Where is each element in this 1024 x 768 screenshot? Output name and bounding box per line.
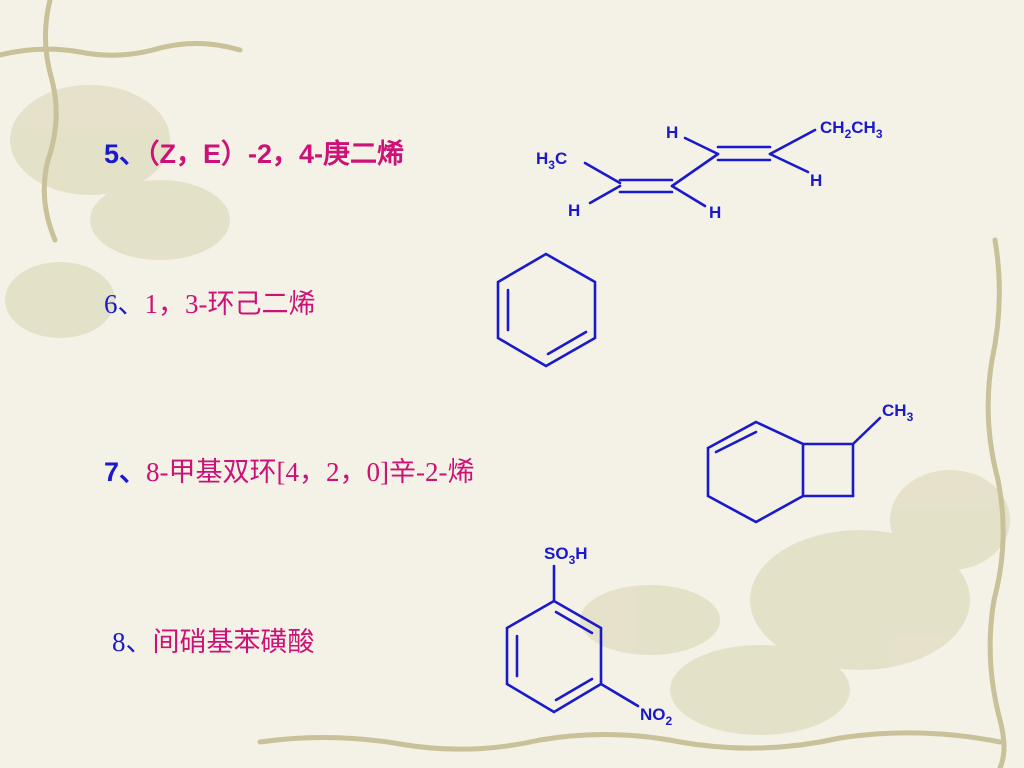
label-6-number: 6、 (104, 289, 145, 319)
label-7: 7、8-甲基双环[4，2，0]辛-2-烯 (104, 450, 475, 489)
label-8: 8、间硝基苯磺酸 (112, 620, 315, 659)
bicyclooctene-structure: CH3 (706, 401, 914, 524)
ch3-atom: CH3 (882, 401, 914, 424)
label-5-name: （Z，E）-2，4-庚二烯 (146, 139, 405, 169)
h-atom-3: H (666, 123, 678, 142)
label-5: 5、（Z，E）-2，4-庚二烯 (104, 132, 404, 171)
h-atom-2: H (709, 203, 721, 222)
label-8-name: 间硝基苯磺酸 (152, 627, 315, 657)
label-8-number: 8、 (112, 627, 153, 657)
label-7-name: 8-甲基双环[4，2，0]辛-2-烯 (146, 457, 475, 487)
cyclohexadiene-structure (496, 252, 597, 368)
heptadiene-structure: H3C H H H H CH2CH3 (536, 118, 883, 222)
h-atom-1: H (568, 201, 580, 220)
no2-atom: NO2 (640, 705, 673, 728)
nitrobenzenesulfonic-acid-structure: SO3H NO2 (505, 544, 673, 728)
h3c-atom: H3C (536, 149, 567, 172)
label-6: 6、1，3-环己二烯 (104, 282, 316, 321)
so3h-atom: SO3H (544, 544, 588, 567)
label-7-number: 7、 (104, 457, 147, 487)
label-6-name: 1，3-环己二烯 (144, 289, 316, 319)
ch2ch3-atom: CH2CH3 (820, 118, 883, 141)
h-atom-4: H (810, 171, 822, 190)
label-5-number: 5、 (104, 139, 147, 169)
